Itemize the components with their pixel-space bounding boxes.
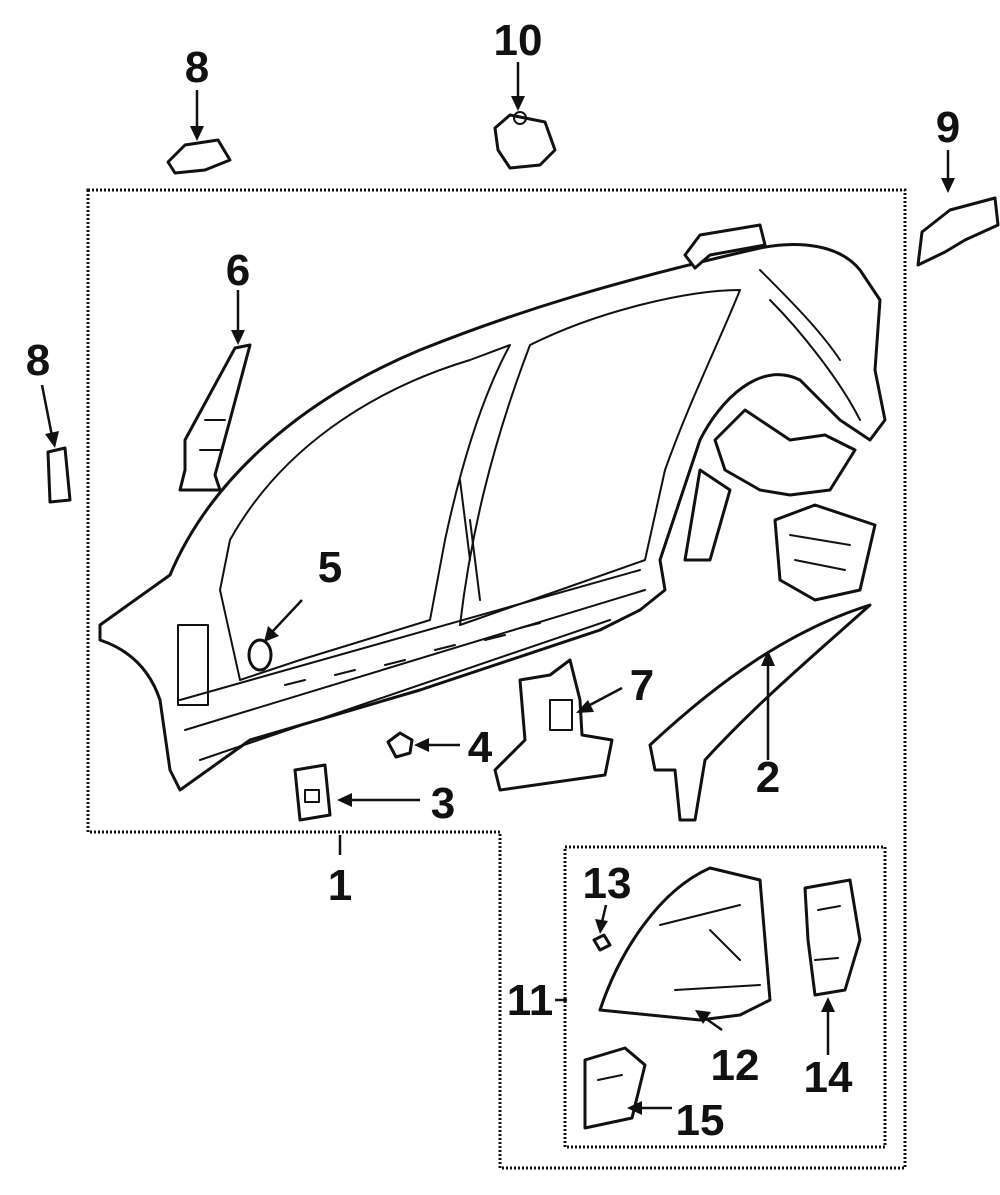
part-8-left-bracket (46, 446, 72, 504)
callout-3: 3 (431, 779, 455, 828)
part-8-top-bracket (166, 138, 232, 175)
sub-assembly-box (563, 845, 887, 1149)
callout-6: 6 (226, 246, 250, 295)
part-6-pillar-bracket (178, 343, 252, 492)
callout-1: 1 (328, 861, 352, 910)
part-7-pillar-base (493, 658, 614, 792)
body-side-panel (98, 242, 887, 792)
callout-13: 13 (583, 859, 632, 908)
main-assembly-box (86, 188, 907, 1170)
part-13-clip (592, 933, 612, 952)
part-2-quarter-strip (648, 603, 872, 822)
part-14-bracket (803, 878, 862, 997)
part-3-plate (293, 763, 332, 822)
callout-11: 11 (507, 976, 554, 1025)
roof-bracket (683, 223, 767, 270)
callout-9: 9 (936, 103, 960, 152)
callout-7: 7 (630, 661, 654, 710)
callout-labels: 1 2 3 4 5 6 7 8 8 9 10 11 12 13 14 15 (26, 16, 960, 1145)
part-4-grommet (386, 731, 414, 759)
callout-15: 15 (676, 1096, 725, 1145)
callout-12: 12 (711, 1041, 760, 1090)
part-5-plug (247, 638, 273, 672)
part-10-bracket (493, 111, 557, 170)
callout-8-left: 8 (26, 336, 50, 385)
inner-wheelhouse (683, 408, 877, 602)
callout-5: 5 (318, 543, 342, 592)
callout-2: 2 (756, 753, 780, 802)
part-12-inner-panel (598, 866, 772, 1022)
callout-8-top: 8 (185, 43, 209, 92)
part-9-bracket (916, 196, 1000, 267)
callout-14: 14 (804, 1053, 853, 1102)
part-15-bracket (583, 1046, 647, 1130)
leader-lines (40, 62, 955, 1115)
callout-4: 4 (468, 723, 493, 772)
callout-10: 10 (494, 16, 543, 65)
